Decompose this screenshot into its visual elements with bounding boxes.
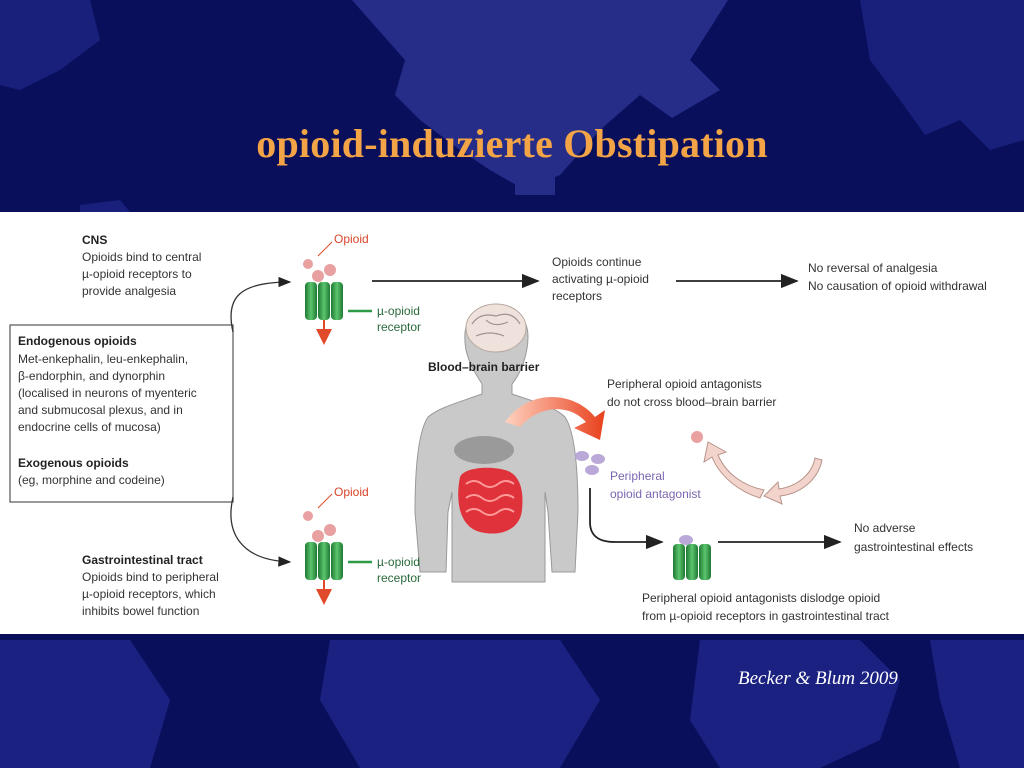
receptor-bottom-icon (303, 511, 343, 605)
bbb-block-arrow-icon (505, 397, 605, 440)
exogenous-line: (eg, morphine and codeine) (18, 473, 165, 487)
arrow-to-gi-receptor (589, 488, 664, 550)
endogenous-heading: Endogenous opioids (18, 334, 137, 348)
dislodge-line: Peripheral opioid antagonists dislodge o… (642, 591, 880, 605)
svg-text:µ-opioid receptor: µ-opioid receptor (377, 555, 423, 585)
gi-heading: Gastrointestinal tract (82, 553, 203, 567)
citation: Becker & Blum 2009 (738, 668, 898, 689)
curved-arrow-up-icon (703, 441, 765, 499)
bbb-label: Blood–brain barrier (428, 360, 540, 374)
endogenous-line: and submucosal plexus, and in (18, 403, 183, 417)
gi-line: Opioids bind to peripheral (82, 570, 219, 584)
endogenous-line: β-endorphin, and dynorphin (18, 369, 165, 383)
cns-line: provide analgesia (82, 284, 176, 298)
diagram-panel: CNS Opioids bind to central µ-opioid rec… (0, 212, 1024, 634)
arrow-to-cns (230, 276, 292, 333)
antagonist-molecules-icon (575, 451, 605, 475)
cns-line: Opioids bind to central (82, 250, 201, 264)
gear-top-center-icon (352, 0, 728, 190)
opioid-mechanism-diagram: CNS Opioids bind to central µ-opioid rec… (9, 232, 987, 623)
continue-line: activating µ-opioid (552, 272, 649, 286)
opioid-label-top: Opioid (334, 232, 369, 246)
opioid-source-box (9, 324, 234, 503)
no-reversal-line: No reversal of analgesia (808, 261, 938, 275)
receptor-label-top: receptor (377, 320, 421, 334)
gi-line: µ-opioid receptors, which (82, 587, 216, 601)
cns-line: µ-opioid receptors to (82, 267, 192, 281)
gear-left-icon (80, 200, 130, 212)
gi-line: inhibits bowel function (82, 604, 199, 618)
arrow-to-gi (230, 496, 292, 567)
gear-top-right-icon (860, 0, 1024, 150)
svg-text:Opioids bind to central: Opioids bind to central µ-opioid recepto… (82, 250, 205, 298)
svg-text:No adverse gastrointesti: No adverse gastrointestinal effects (854, 521, 973, 554)
receptor-label-bottom: µ-opioid (377, 555, 420, 569)
gear-bottom-center-icon (320, 640, 600, 768)
continue-line: receptors (552, 289, 602, 303)
svg-text:Opioids bind to peripheral: Opioids bind to peripheral µ-opioid rece… (82, 570, 222, 618)
gear-bottom-left-icon (0, 640, 170, 768)
no-cross-line: do not cross blood–brain barrier (607, 395, 776, 409)
human-body-icon (414, 303, 579, 583)
slide-title: opioid-induzierte Obstipation (256, 121, 768, 166)
opioid-molecule-icon (691, 431, 703, 443)
svg-text:µ-opioid receptor: µ-opioid receptor (377, 304, 423, 334)
endogenous-line: endocrine cells of mucosa) (18, 420, 161, 434)
curved-arrow-left-icon (763, 457, 823, 505)
opioid-label-bottom: Opioid (334, 485, 369, 499)
svg-text:No reversal of analgesia: No reversal of analgesia No causation of… (808, 261, 987, 293)
receptor-right-icon (673, 535, 711, 580)
dislodge-line: from µ-opioid receptors in gastrointesti… (642, 609, 890, 623)
no-adverse-line: gastrointestinal effects (854, 540, 973, 554)
continue-line: Opioids continue (552, 255, 642, 269)
svg-text:Met-enkephalin, leu-enkephalin: Met-enkephalin, leu-enkephalin, β-endorp… (18, 352, 200, 434)
svg-text:Peripheral opioid antagonists: Peripheral opioid antagonists do not cro… (607, 377, 776, 409)
receptor-label-bottom: receptor (377, 571, 421, 585)
no-adverse-line: No adverse (854, 521, 916, 535)
endogenous-line: (localised in neurons of myenteric (18, 386, 197, 400)
gear-bottom-right-icon (690, 640, 900, 768)
endogenous-line: Met-enkephalin, leu-enkephalin, (18, 352, 188, 366)
receptor-label-top: µ-opioid (377, 304, 420, 318)
no-reversal-line: No causation of opioid withdrawal (808, 279, 987, 293)
no-cross-line: Peripheral opioid antagonists (607, 377, 762, 391)
antagonist-label: Peripheral (610, 469, 665, 483)
receptor-top-icon (303, 259, 343, 345)
gear-top-left-icon (0, 0, 100, 90)
cns-heading: CNS (82, 233, 107, 247)
antagonist-label: opioid antagonist (610, 487, 701, 501)
svg-text:Peripheral opioid antago: Peripheral opioid antagonist (610, 469, 701, 501)
svg-text:Peripheral opioid antagonists: Peripheral opioid antagonists dislodge o… (642, 591, 890, 623)
svg-text:Opioids continue activat: Opioids continue activating µ-opioid rec… (552, 255, 652, 303)
exogenous-heading: Exogenous opioids (18, 456, 129, 470)
